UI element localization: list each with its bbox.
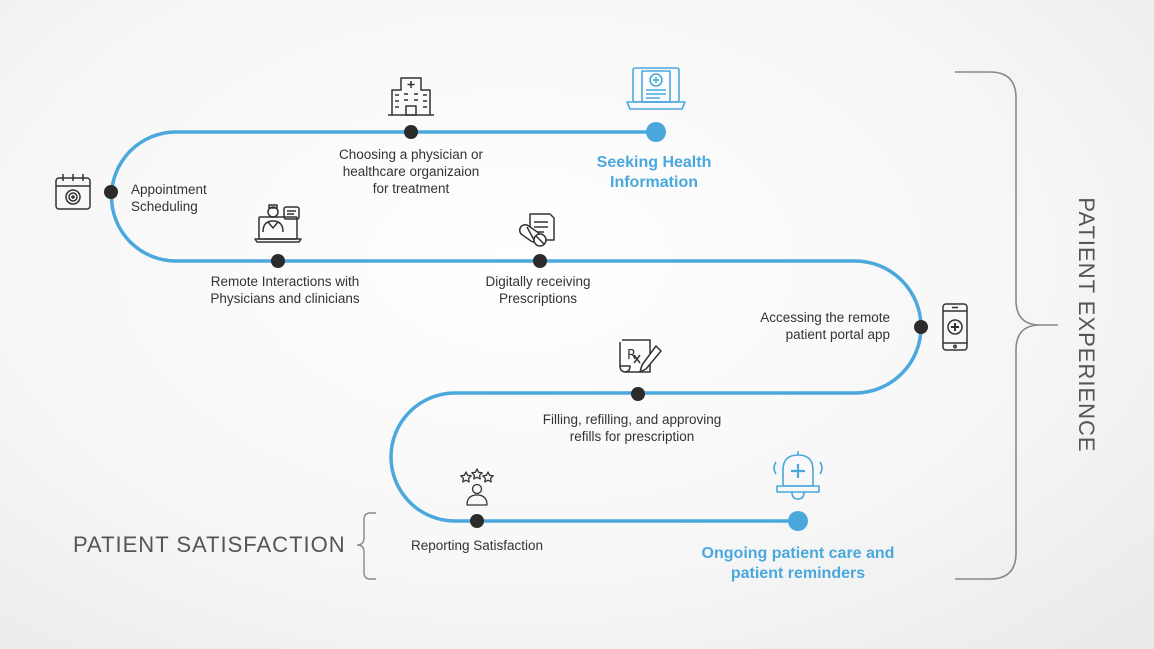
step-label-seeking: Seeking Health Information bbox=[597, 153, 712, 193]
step-label-line: patient reminders bbox=[730, 565, 866, 582]
calendar-medical-icon bbox=[55, 174, 91, 210]
step-label-line: for treatment bbox=[372, 181, 450, 196]
patient-satisfaction-title: PATIENT SATISFACTION bbox=[73, 532, 346, 557]
step-label-remote: Remote Interactions with Physicians and … bbox=[210, 273, 359, 307]
patient-experience-bracket bbox=[955, 71, 1058, 580]
step-label-line: Information bbox=[609, 174, 698, 191]
step-label-line: Accessing the remote bbox=[760, 310, 890, 325]
step-label-line: patient portal app bbox=[785, 327, 890, 342]
step-label-appointment: Appointment Scheduling bbox=[131, 181, 207, 215]
medical-bell-icon bbox=[773, 451, 823, 500]
step-dot-remote bbox=[271, 254, 285, 268]
step-label-line: healthcare organizaion bbox=[342, 164, 480, 179]
step-dot-refill bbox=[631, 387, 645, 401]
patient-experience-title: PATIENT EXPERIENCE bbox=[1074, 197, 1099, 453]
medical-report-monitor-icon bbox=[626, 67, 686, 110]
prescription-pills-icon bbox=[518, 213, 555, 247]
step-label-line: Digitally receiving bbox=[485, 274, 591, 289]
patient-satisfaction-bracket bbox=[356, 512, 376, 580]
step-label-digital-rx: Digitally receiving Prescriptions bbox=[485, 273, 590, 307]
doctor-video-call-icon bbox=[254, 204, 302, 243]
step-label-line: Ongoing patient care and bbox=[701, 545, 895, 562]
step-dot-ongoing bbox=[788, 511, 808, 531]
step-label-line: Scheduling bbox=[131, 199, 198, 214]
rx-document-pen-icon: R bbox=[619, 339, 662, 373]
step-dot-appointment bbox=[104, 185, 118, 199]
step-label-portal: Accessing the remote patient portal app bbox=[760, 309, 890, 343]
person-stars-icon bbox=[460, 468, 494, 506]
step-label-line: refills for prescription bbox=[569, 429, 695, 444]
step-dot-portal bbox=[914, 320, 928, 334]
step-dot-choosing bbox=[404, 125, 418, 139]
step-dot-reporting bbox=[470, 514, 484, 528]
step-dot-digital-rx bbox=[533, 254, 547, 268]
svg-text:R: R bbox=[627, 348, 636, 363]
step-label-ongoing: Ongoing patient care and patient reminde… bbox=[702, 544, 895, 584]
step-label-line: Reporting Satisfaction bbox=[410, 538, 544, 553]
step-label-line: Filling, refilling, and approving bbox=[542, 412, 722, 427]
step-label-line: Remote Interactions with bbox=[210, 274, 360, 289]
step-label-line: Appointment bbox=[131, 182, 207, 197]
step-label-line: Prescriptions bbox=[498, 291, 578, 306]
step-label-line: Physicians and clinicians bbox=[210, 291, 360, 306]
step-dot-seeking bbox=[646, 122, 666, 142]
step-label-line: Choosing a physician or bbox=[338, 147, 484, 162]
step-label-line: Seeking Health bbox=[596, 154, 712, 171]
mobile-medical-app-icon bbox=[942, 303, 968, 351]
step-label-choosing: Choosing a physician or healthcare organ… bbox=[339, 146, 483, 197]
step-label-reporting: Reporting Satisfaction bbox=[411, 537, 543, 554]
hospital-building-icon bbox=[388, 77, 434, 116]
step-label-refill: Filling, refilling, and approving refill… bbox=[543, 411, 722, 445]
